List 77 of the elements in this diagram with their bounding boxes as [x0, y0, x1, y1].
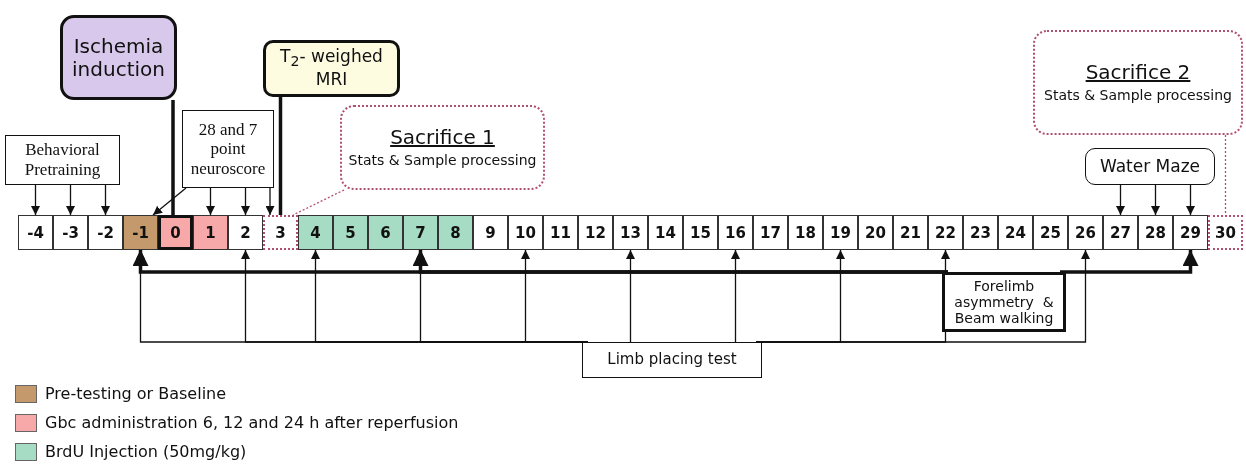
connector-line: [292, 189, 345, 216]
day-cell: 26: [1068, 215, 1103, 250]
arrow: [31, 184, 40, 216]
day-cell: 7: [403, 215, 438, 250]
day-cell: 19: [823, 215, 858, 250]
legend-label: Gbc administration 6, 12 and 24 h after reperfusion: [45, 413, 459, 432]
connector-line: [171, 100, 175, 215]
arrow: [66, 184, 75, 216]
label-text: Forelimb asymmetry & Beam walking: [953, 277, 1055, 327]
arrow: [206, 187, 215, 216]
arrow: [1186, 184, 1195, 216]
heading: Sacrifice 2: [1085, 61, 1191, 85]
day-cell: -2: [88, 215, 123, 250]
arrow: [101, 184, 110, 216]
connector-line: [1224, 134, 1227, 216]
day-cell: 9: [473, 215, 508, 250]
arrow: [412, 250, 950, 274]
day-cell: 29: [1173, 215, 1208, 250]
day-cell: 24: [998, 215, 1033, 250]
day-cell: 16: [718, 215, 753, 250]
day-cell: 1: [193, 215, 228, 250]
connector-line: [278, 97, 283, 215]
arrow: [241, 187, 250, 216]
day-cell: 23: [963, 215, 998, 250]
arrow: [1116, 184, 1125, 216]
day-cell: -1: [123, 215, 158, 250]
day-cell: -3: [53, 215, 88, 250]
day-cell: 8: [438, 215, 473, 250]
test-box: [582, 342, 762, 378]
day-cell: 28: [1138, 215, 1173, 250]
label-box: [1085, 148, 1215, 185]
day-cell: 30: [1208, 215, 1243, 250]
day-cell: 13: [613, 215, 648, 250]
day-cell: 22: [928, 215, 963, 250]
day-cell: 0: [158, 215, 193, 250]
heading: Sacrifice 1: [390, 126, 495, 150]
day-cell: 6: [368, 215, 403, 250]
callout-box: [1033, 30, 1243, 135]
day-cell: 20: [858, 215, 893, 250]
day-cell: 5: [333, 215, 368, 250]
label-box: [5, 135, 120, 185]
day-cell: 4: [298, 215, 333, 250]
label-text: 28 and 7 point neuroscore: [189, 119, 267, 179]
arrow: [731, 249, 740, 343]
day-cell: 15: [683, 215, 718, 250]
label-text: Water Maze: [1099, 156, 1201, 177]
label-text: Behavioral Pretraining: [23, 140, 102, 180]
legend-label: Pre-testing or Baseline: [45, 384, 227, 403]
callout-box: [340, 105, 545, 190]
day-cell: 11: [543, 215, 578, 250]
day-cell: 18: [788, 215, 823, 250]
callout-box: [60, 15, 177, 100]
arrow: [265, 187, 275, 216]
label-text: Limb placing test: [607, 351, 737, 369]
day-cell: 21: [893, 215, 928, 250]
day-cell: 2: [228, 215, 263, 250]
label-box: [182, 110, 274, 188]
label-text: Ischemia induction: [71, 34, 166, 81]
test-box: [942, 272, 1066, 332]
arrow: [626, 249, 635, 343]
note-text: Stats & Sample processing: [348, 152, 537, 169]
day-cell: 27: [1103, 215, 1138, 250]
day-cell: 17: [753, 215, 788, 250]
day-cell: 25: [1033, 215, 1068, 250]
arrow: [755, 249, 1090, 343]
arrow: [152, 187, 187, 216]
day-cell: 14: [648, 215, 683, 250]
note-text: Stats & Sample processing: [1044, 87, 1232, 104]
day-cell: -4: [18, 215, 53, 250]
day-cell: 10: [508, 215, 543, 250]
arrow: [1058, 250, 1199, 274]
legend-label: BrdU Injection (50mg/kg): [45, 442, 247, 461]
callout-box: [263, 40, 400, 97]
day-cell: 3: [263, 215, 298, 250]
day-cell: 12: [578, 215, 613, 250]
label-text: T$_{2}$- weighed MRI: [279, 47, 384, 90]
arrow: [1151, 184, 1160, 216]
